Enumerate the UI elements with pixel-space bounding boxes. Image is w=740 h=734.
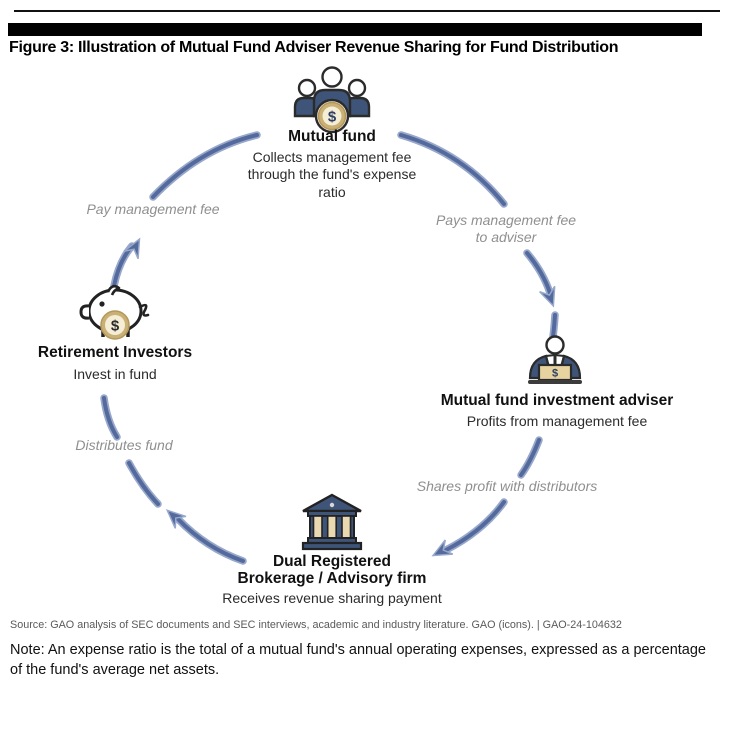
adviser-desc: Profits from management fee bbox=[466, 413, 648, 429]
mutual-fund-title: Mutual fund bbox=[288, 128, 376, 145]
investors-desc: Invest in fund bbox=[73, 366, 157, 382]
brokerage-title-line2: Brokerage / Advisory firm bbox=[237, 570, 427, 588]
arrow-arcs bbox=[100, 131, 559, 565]
bank-icon bbox=[301, 493, 363, 551]
brokerage-desc: Receives revenue sharing payment bbox=[222, 590, 442, 606]
svg-text:$: $ bbox=[328, 109, 337, 126]
investors-title: Retirement Investors bbox=[37, 344, 193, 361]
brokerage-title: Dual Registered Brokerage / Advisory fir… bbox=[238, 553, 427, 588]
note-text: Note: An expense ratio is the total of a… bbox=[10, 642, 706, 678]
group-with-coin-icon: $ bbox=[293, 66, 371, 134]
brokerage-title-line1: Dual Registered bbox=[272, 553, 391, 570]
flow-label-distributes-fund: Distributes fund bbox=[75, 437, 173, 453]
flow-label-shares-profit-with-distributors: Shares profit with distributors bbox=[416, 478, 598, 494]
mutual-fund-desc: Collects management fee through the fund… bbox=[247, 149, 417, 200]
figure-title: Figure 3: Illustration of Mutual Fund Ad… bbox=[9, 39, 619, 56]
top-rule bbox=[14, 10, 720, 12]
svg-text:$: $ bbox=[111, 318, 120, 335]
source-line: Source: GAO analysis of SEC documents an… bbox=[10, 619, 622, 631]
svg-text:$: $ bbox=[552, 368, 558, 380]
adviser-title: Mutual fund investment adviser bbox=[440, 392, 674, 409]
flow-label-pay-management-fee: Pay management fee bbox=[86, 201, 220, 217]
piggy-bank-icon: $ bbox=[79, 284, 150, 340]
figure-title-bar bbox=[8, 23, 702, 36]
person-at-desk-icon: $ bbox=[528, 335, 582, 384]
flow-label-pays-management-fee-to-adviser: Pays management fee to adviser bbox=[435, 212, 577, 245]
